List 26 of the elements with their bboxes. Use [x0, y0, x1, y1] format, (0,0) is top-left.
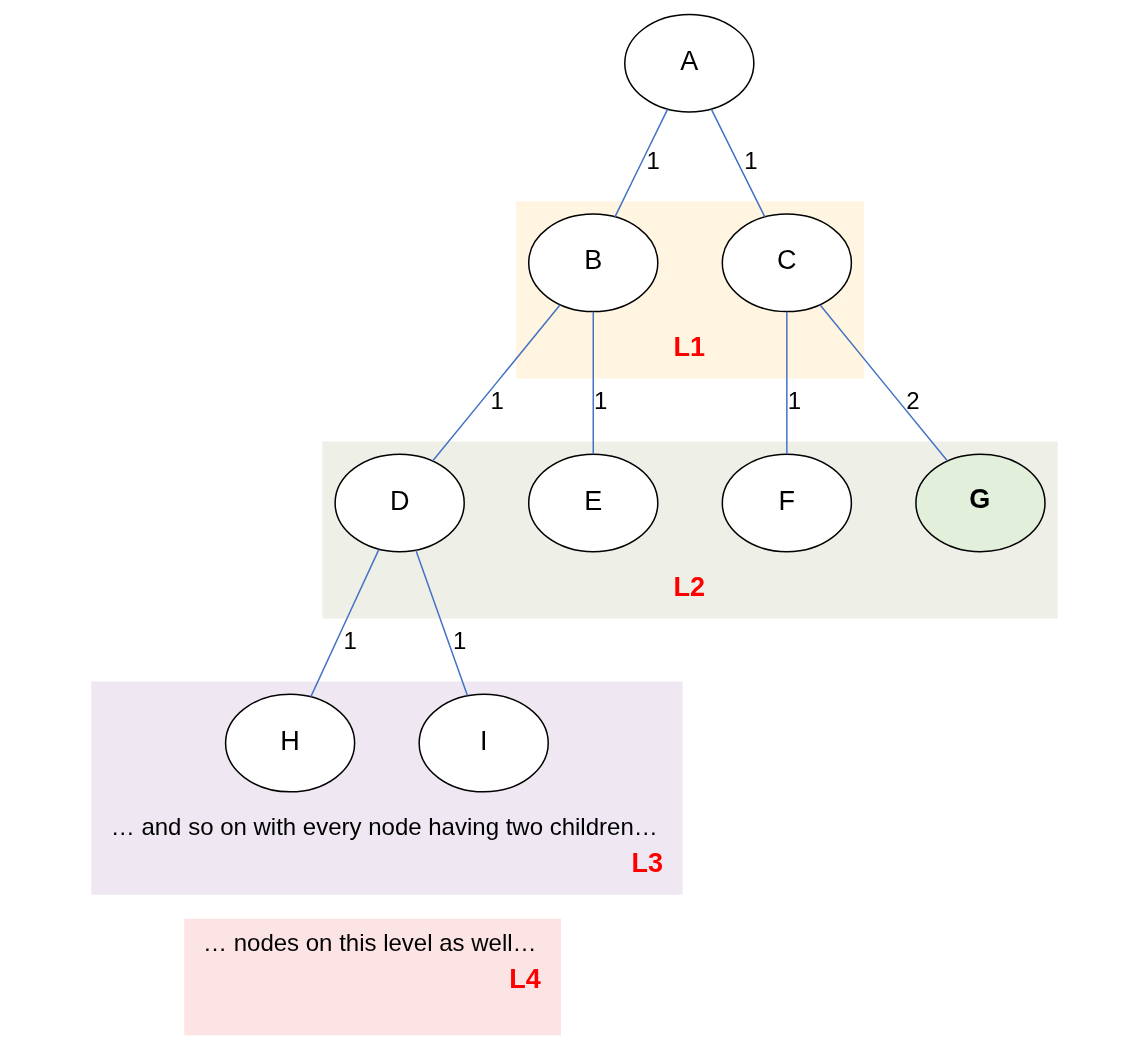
connector — [785, 311, 788, 455]
edge-label: 1 — [646, 146, 660, 174]
node-box: … nodes on this level as well… L4 — [183, 918, 561, 1036]
node-ellipse: G — [914, 453, 1046, 553]
edge-label: 2 — [905, 386, 920, 414]
node-ellipse: F — [721, 453, 852, 553]
edge-label: 1 — [787, 386, 801, 414]
connector — [431, 304, 561, 462]
node-ellipse: E — [527, 453, 659, 553]
connector — [818, 304, 948, 462]
connector — [710, 108, 766, 218]
node-ellipse: A — [623, 13, 755, 113]
node-ellipse: C — [721, 213, 852, 313]
connector — [613, 108, 668, 218]
connector — [414, 549, 468, 697]
edge-label: 1 — [490, 386, 504, 414]
edge-label: 1 — [342, 626, 357, 654]
connector — [592, 311, 594, 455]
connector — [309, 548, 380, 698]
node-ellipse: D — [333, 453, 465, 553]
edge-label: 1 — [452, 626, 466, 654]
node-ellipse: B — [527, 213, 659, 313]
edge-label: 1 — [593, 386, 607, 414]
edge-label: 1 — [743, 146, 758, 174]
node-ellipse: H — [224, 693, 355, 793]
node-ellipse: I — [417, 693, 549, 793]
